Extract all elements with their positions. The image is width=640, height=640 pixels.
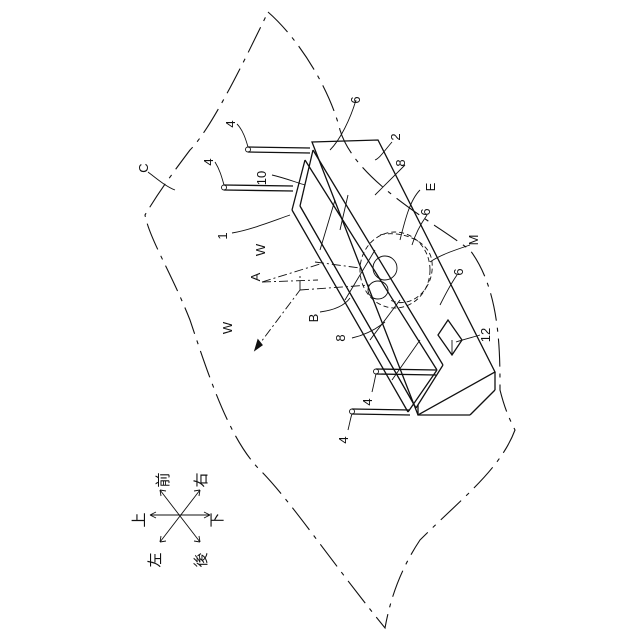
frame-1 (292, 150, 443, 412)
room-boundary-c (145, 12, 515, 628)
label-w2: W (220, 321, 235, 334)
label-4c: 4 (360, 398, 375, 405)
work-lines (255, 262, 370, 350)
label-m: M (466, 235, 481, 246)
inner-item-2 (368, 281, 388, 299)
dir-up: 上 (130, 512, 148, 527)
base-box-2 (312, 140, 495, 415)
label-e: E (423, 182, 438, 191)
dir-front: 前 (154, 472, 172, 487)
label-4d: 4 (336, 436, 351, 443)
label-6a: 6 (348, 96, 363, 103)
dir-down: 下 (208, 512, 226, 527)
label-12: 12 (478, 328, 493, 342)
dir-right: 右 (192, 472, 210, 487)
label-4b: 4 (201, 158, 216, 165)
label-b: B (306, 314, 321, 323)
label-w1: W (253, 243, 268, 256)
area-m (360, 232, 430, 308)
direction-compass: 前 右 上 下 左 後 (130, 472, 226, 567)
label-6b: 6 (418, 208, 433, 215)
dir-left: 左 (146, 552, 164, 567)
label-10: 10 (254, 171, 269, 185)
label-6c: 6 (451, 268, 466, 275)
label-c: C (136, 163, 151, 172)
label-4a: 4 (223, 120, 238, 127)
label-1: 1 (215, 232, 230, 239)
device-12 (438, 320, 462, 355)
label-a: A (248, 272, 263, 281)
dir-back: 後 (192, 552, 210, 567)
label-8a: 8 (393, 159, 408, 166)
label-8b: 8 (333, 334, 348, 341)
label-2: 2 (388, 133, 403, 140)
